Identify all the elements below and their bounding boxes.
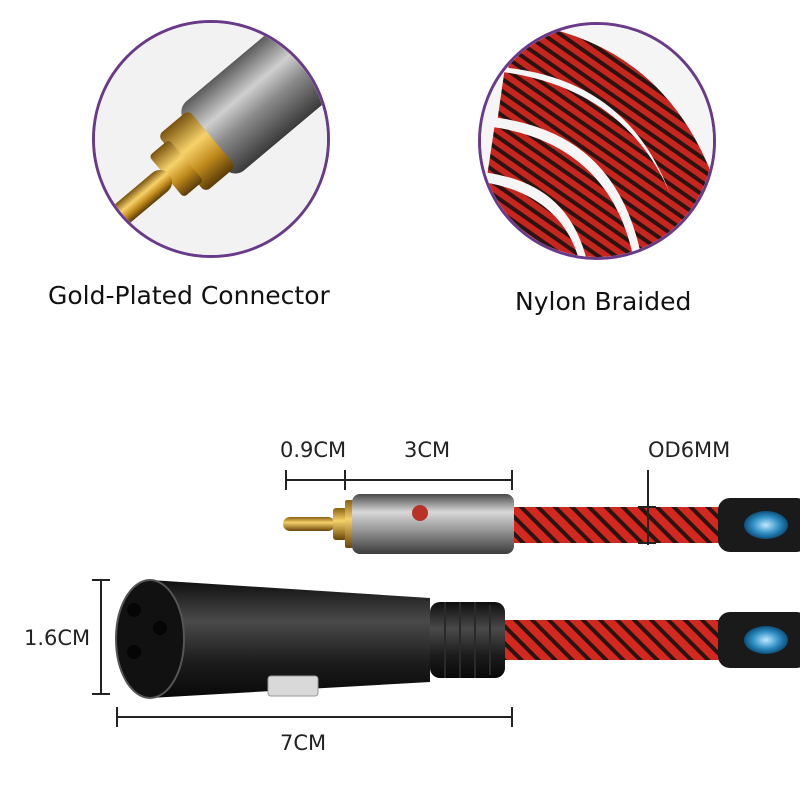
- xlr-face: [115, 579, 185, 699]
- xlr-body: [150, 580, 430, 698]
- tip-length-label: 0.9CM: [280, 438, 347, 462]
- connector-caption: Gold-Plated Connector: [48, 281, 330, 310]
- rca-logo: [412, 505, 428, 521]
- rca-body: [352, 494, 514, 554]
- rca-pin: [283, 517, 335, 531]
- xlr-blue-badge: [744, 626, 788, 654]
- xlr-pin-hole-1: [127, 603, 141, 617]
- braid-caption: Nylon Braided: [515, 287, 692, 316]
- xlr-pin-hole-3: [127, 645, 141, 659]
- rca-cable-braid: [510, 507, 725, 543]
- gold-connector-circle: [92, 20, 330, 258]
- rca-blue-badge: [744, 511, 788, 539]
- rca-collar: [333, 508, 347, 540]
- xlr-latch: [267, 675, 319, 697]
- outer-diameter-label: OD6MM: [648, 438, 731, 462]
- xlr-cable-braid: [495, 620, 725, 660]
- gold-connector-image: [95, 23, 327, 255]
- xlr-length-label: 7CM: [280, 731, 327, 755]
- xlr-height-label: 1.6CM: [24, 626, 91, 650]
- xlr-strain-relief: [430, 602, 505, 678]
- nylon-braid-image: [481, 25, 713, 257]
- xlr-pin-hole-2: [153, 621, 167, 635]
- rca-ring: [345, 500, 353, 548]
- nylon-braid-circle: [478, 22, 716, 260]
- rca-body-length-label: 3CM: [404, 438, 451, 462]
